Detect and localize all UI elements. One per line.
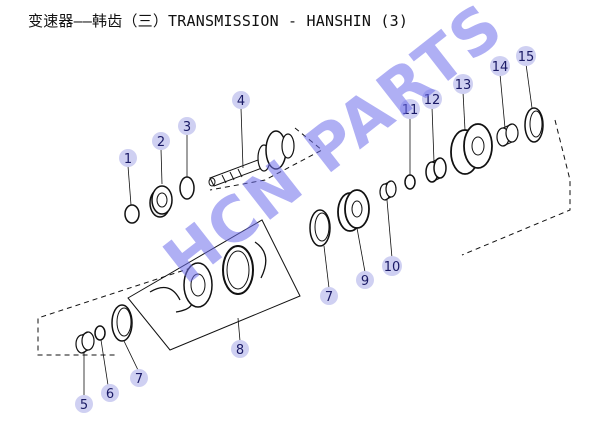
part-5-needle-bearing [75,331,95,354]
callout-6: 6 [101,384,119,402]
assembly-boundary-lines [37,119,571,356]
part-1-snap-ring [124,204,140,224]
callout-7-extra: 7 [0,0,8,4]
callout-1: 1 [119,149,137,167]
part-15-sync-ring [524,107,544,143]
callout-13: 13 [453,74,473,94]
part-11-ring [404,174,416,190]
callout-number: 10 [384,260,401,275]
callout-14: 14 [490,56,510,76]
callout-number: 12 [424,93,441,108]
part-7-sync-ring-middle [309,209,331,247]
callout-number: 7 [135,372,143,387]
callout-11: 11 [400,99,420,119]
part-7-sync-ring-lower [111,304,133,342]
callout-number: 14 [492,60,509,75]
callout-number: 1 [124,152,132,167]
callout-number: 4 [237,94,245,109]
callout-10: 10 [382,256,402,276]
callout-number: 6 [106,387,114,402]
callout-number: 11 [402,103,419,118]
part-9-gear [337,189,370,232]
callout-8: 8 [231,340,249,358]
part-12-bushing [425,157,447,183]
callout-2: 2 [152,132,170,150]
callout-number: 5 [80,398,88,413]
leader-lines [83,63,533,396]
callout-4: 4 [232,91,250,109]
part-2-bearing [149,185,173,218]
part-10-needle-bearing [379,180,397,201]
part-3-ring [179,176,195,200]
callout-15: 15 [516,46,536,66]
callout-12: 12 [422,89,442,109]
part-14-needle-bearing [496,123,519,147]
callout-7-middle: 7 [320,287,338,305]
callout-number: 13 [455,78,472,93]
subassembly-bracket-8 [127,219,301,351]
callout-5: 5 [75,395,93,413]
callout-number: 2 [157,135,165,150]
part-6-ring [94,325,106,341]
callout-7-lower: 7 [130,369,148,387]
callout-number: 9 [361,274,369,289]
callout-number: 8 [236,343,244,358]
callout-number: 3 [183,120,191,135]
part-4-shaft [208,130,295,187]
callout-3: 3 [178,117,196,135]
diagram-title: 变速器——韩齿（三）TRANSMISSION - HANSHIN (3) [28,12,409,30]
callout-number: 7 [325,290,333,305]
callout-number: 15 [518,50,535,65]
callout-9: 9 [356,271,374,289]
part-13-gear [450,123,493,175]
part-8-synchronizer-assembly [149,241,267,313]
